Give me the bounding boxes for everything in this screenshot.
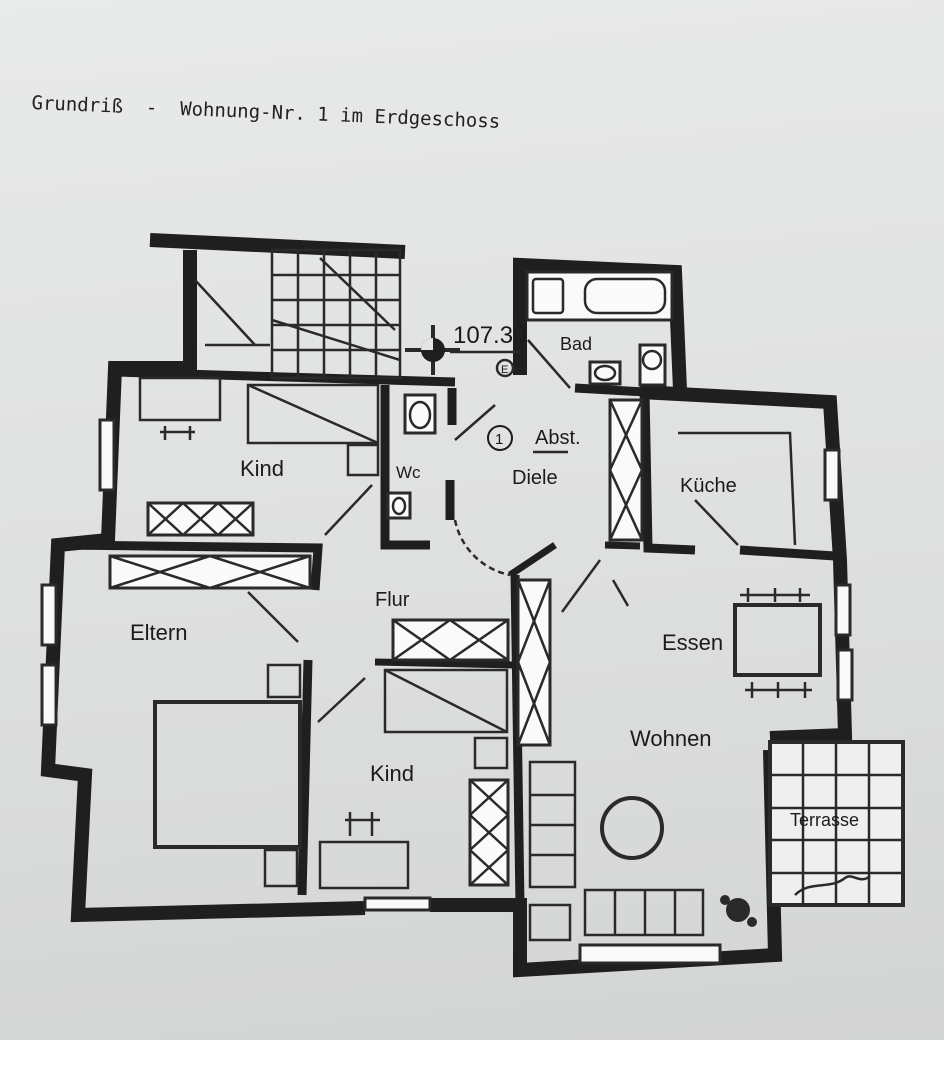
room-label-wc: Wc	[396, 463, 421, 482]
room-label-bad: Bad	[560, 334, 592, 354]
room-label-terrasse: Terrasse	[790, 810, 859, 830]
dining-set	[733, 588, 822, 698]
living-furniture	[528, 760, 757, 942]
kid-room-1-furniture	[138, 376, 380, 537]
room-label-kind-2: Kind	[370, 761, 414, 786]
room-label-eltern: Eltern	[130, 620, 187, 645]
eltern-furniture	[108, 554, 312, 888]
svg-text:E: E	[501, 364, 508, 376]
hall-cabinets	[516, 398, 644, 747]
room-label-flur: Flur	[375, 589, 410, 611]
entrance-marker: 1	[495, 431, 503, 448]
paper-sheet: Grundriß - Wohnung-Nr. 1 im Erdgeschoss	[0, 0, 944, 1040]
terrace	[768, 740, 905, 907]
room-label-kind-1: Kind	[240, 456, 284, 481]
room-label-wohnen: Wohnen	[630, 726, 712, 751]
wc-fixtures	[386, 393, 496, 520]
kid-room-2-furniture	[318, 668, 510, 890]
floor-plan: E	[40, 233, 905, 978]
bath-fixtures	[525, 270, 674, 389]
windows	[40, 418, 854, 965]
entrance-marker-circle	[487, 425, 513, 451]
elevation-label: 107.30	[453, 322, 526, 349]
staircase	[194, 248, 402, 380]
room-label-abst: Abst.	[535, 427, 581, 449]
room-label-diele: Diele	[512, 467, 558, 489]
elevation-marker: E	[405, 325, 520, 378]
room-label-kueche: Küche	[680, 475, 737, 497]
kitchen-fixtures	[678, 431, 797, 546]
room-label-essen: Essen	[662, 630, 723, 655]
flur-storage	[317, 519, 511, 723]
